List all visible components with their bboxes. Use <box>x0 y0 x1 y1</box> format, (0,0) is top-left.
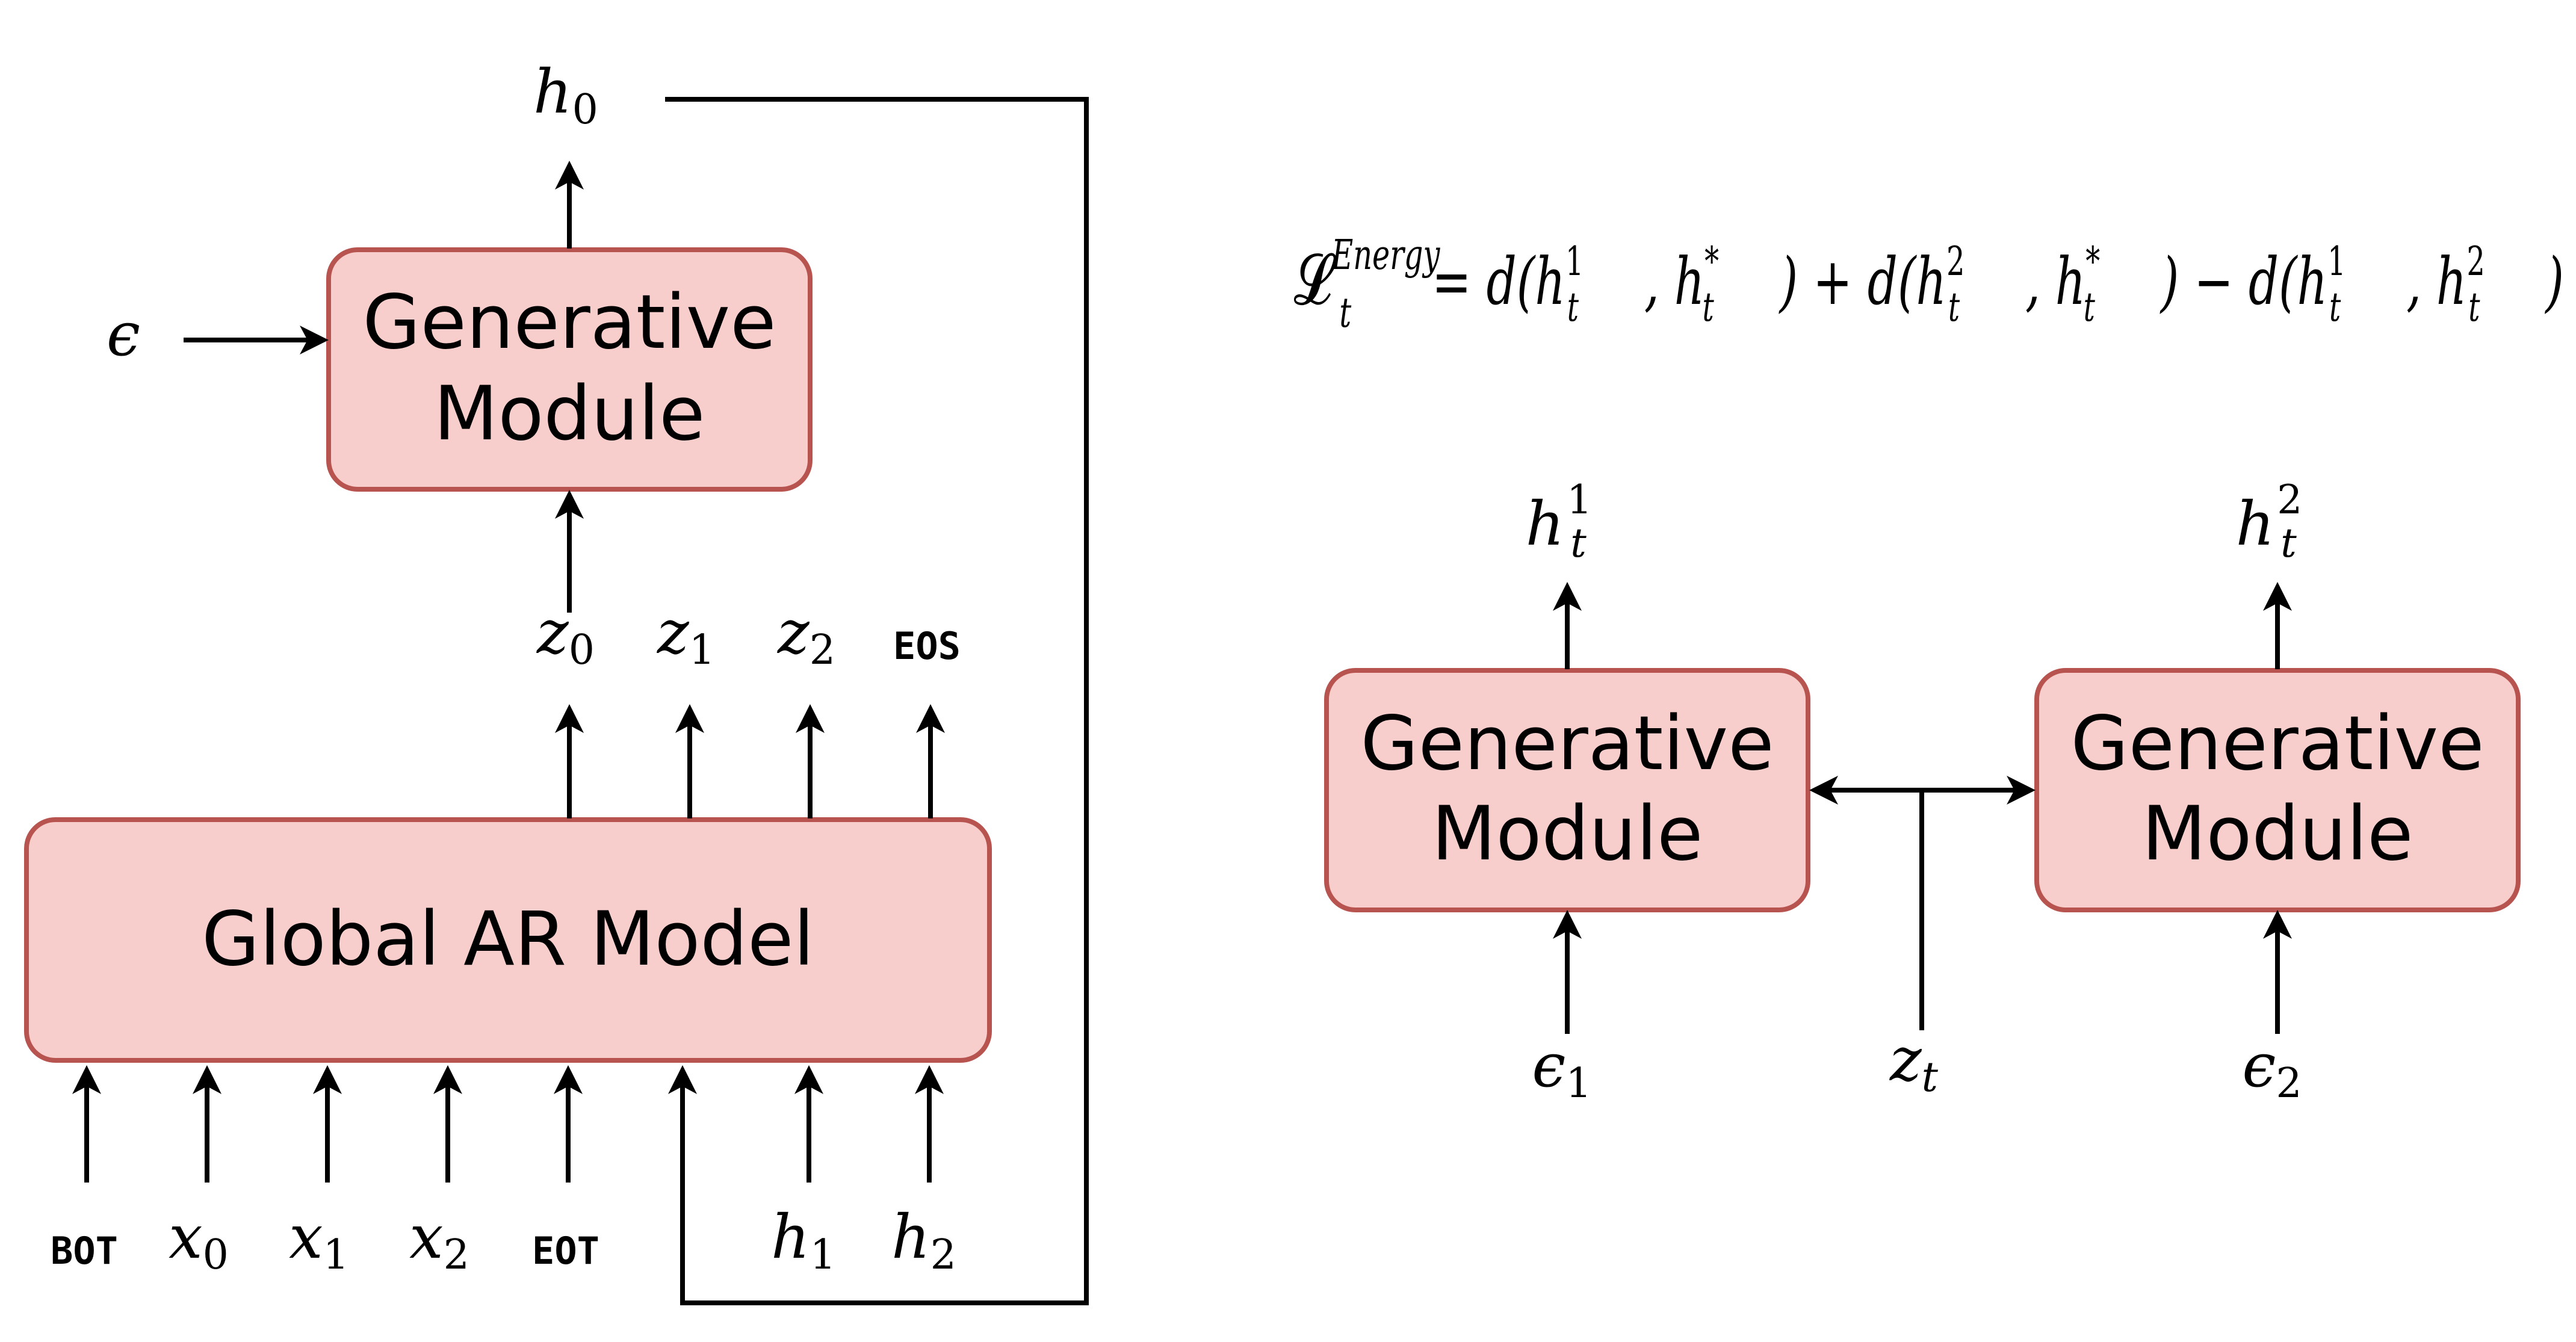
generative-module-label-line2: Module <box>434 371 705 457</box>
output-z2-label: z2 <box>777 597 835 674</box>
bot-token-label: BOT <box>51 1229 118 1273</box>
noise-epsilon-label: ϵ <box>107 299 140 370</box>
eos-token-label: EOS <box>893 624 961 668</box>
generative-module-1-box: Generative Module <box>1324 668 1810 912</box>
output-z0-label: z0 <box>536 597 595 674</box>
generative-module-1-label-line2: Module <box>1432 791 1703 877</box>
generative-module-2-box: Generative Module <box>2034 668 2521 912</box>
global-ar-model-label: Global AR Model <box>202 896 814 983</box>
input-h2-label: h2 <box>891 1202 956 1279</box>
input-x1-label: x1 <box>289 1202 349 1279</box>
generative-module-box: Generative Module <box>326 247 813 492</box>
input-x0-label: x0 <box>169 1202 229 1279</box>
noise-eps2-label: ϵ2 <box>2242 1030 2302 1107</box>
generative-module-label-line1: Generative <box>363 279 776 366</box>
input-h1-label: h1 <box>771 1202 836 1279</box>
noise-eps1-label: ϵ1 <box>1532 1030 1591 1107</box>
left-panel: Generative Module Global AR Model h0 ϵ z… <box>24 57 1089 1305</box>
generative-module-1-label-line1: Generative <box>1361 700 1774 787</box>
generative-module-2-label-line1: Generative <box>2071 700 2485 787</box>
input-x2-label: x2 <box>409 1202 469 1279</box>
h0-feedback-loop-arrow <box>665 97 1089 1305</box>
generative-module-2-label-line2: Module <box>2142 791 2413 877</box>
output-h0-label: h0 <box>533 57 598 134</box>
output-z1-label: z1 <box>657 597 715 674</box>
shared-latent-zt-label: zt <box>1889 1024 1939 1101</box>
global-ar-model-box: Global AR Model <box>24 817 992 1063</box>
eot-token-label: EOT <box>532 1229 599 1273</box>
